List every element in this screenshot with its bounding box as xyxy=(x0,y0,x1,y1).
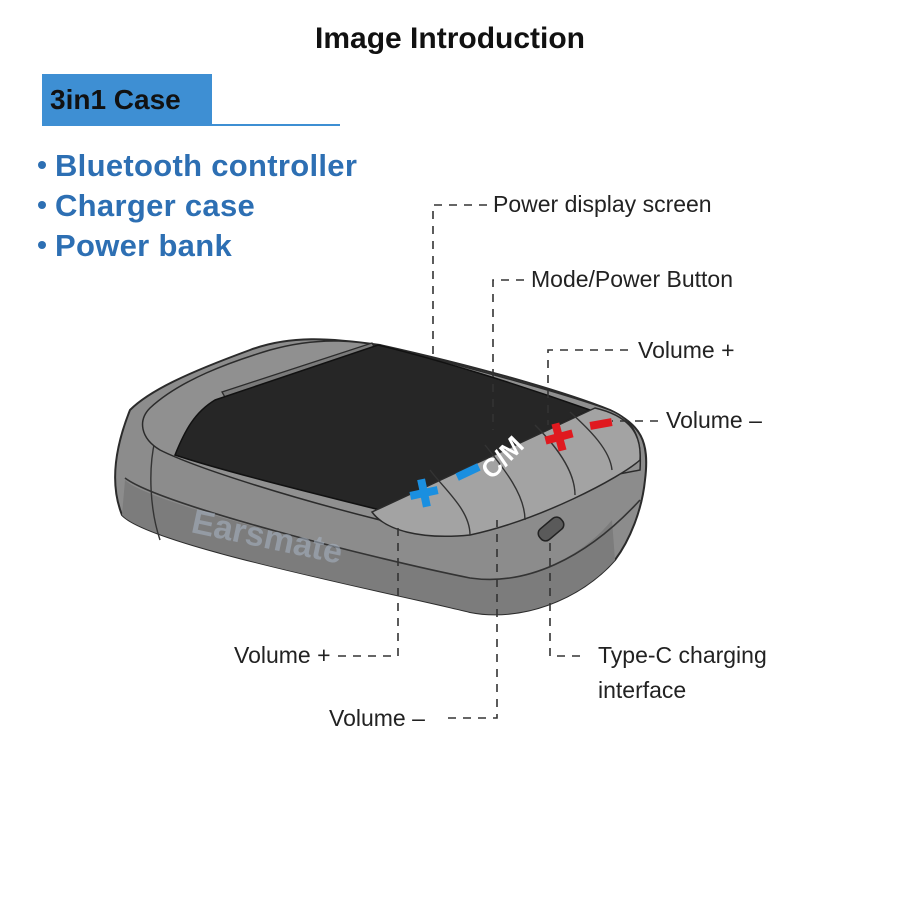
feature-item: Bluetooth controller xyxy=(38,146,357,186)
feature-item: Power bank xyxy=(38,226,357,266)
leader-volume-plus-right xyxy=(547,349,628,425)
volume-minus-right-button xyxy=(589,418,613,430)
volume-plus-right-button xyxy=(544,422,574,452)
callout-type-c-line2: interface xyxy=(598,677,687,703)
callout-type-c-line1: Type-C charging xyxy=(598,642,767,668)
callout-power-display: Power display screen xyxy=(493,191,712,217)
feature-list: Bluetooth controller Charger case Power … xyxy=(38,146,357,266)
device-body: Earsmate xyxy=(114,338,648,616)
type-c-port xyxy=(537,516,565,542)
leader-volume-plus-left xyxy=(338,528,399,657)
callout-volume-plus-left: Volume + xyxy=(234,642,331,668)
callout-volume-minus-bottom: Volume – xyxy=(329,705,425,731)
leader-volume-minus-bottom xyxy=(448,520,498,719)
bullet-icon xyxy=(38,240,46,249)
section-tag-label: 3in1 Case xyxy=(50,84,181,115)
bullet-icon xyxy=(38,160,46,169)
callout-volume-minus-right: Volume – xyxy=(666,407,762,433)
leader-mode-power xyxy=(492,279,524,430)
leader-type-c xyxy=(549,540,580,657)
feature-item: Charger case xyxy=(38,186,357,226)
volume-plus-left-button xyxy=(409,478,439,508)
volume-minus-left-button xyxy=(455,463,481,481)
page-title: Image Introduction xyxy=(315,22,585,55)
callout-mode-power: Mode/Power Button xyxy=(531,266,734,292)
feature-label: Charger case xyxy=(55,188,256,223)
feature-label: Power bank xyxy=(55,228,232,263)
bullet-icon xyxy=(38,200,46,209)
callout-volume-plus-right: Volume + xyxy=(638,337,735,363)
feature-label: Bluetooth controller xyxy=(55,148,358,183)
leader-power-display xyxy=(432,204,487,360)
section-underline xyxy=(212,124,340,126)
section-tag: 3in1 Case xyxy=(42,74,212,126)
